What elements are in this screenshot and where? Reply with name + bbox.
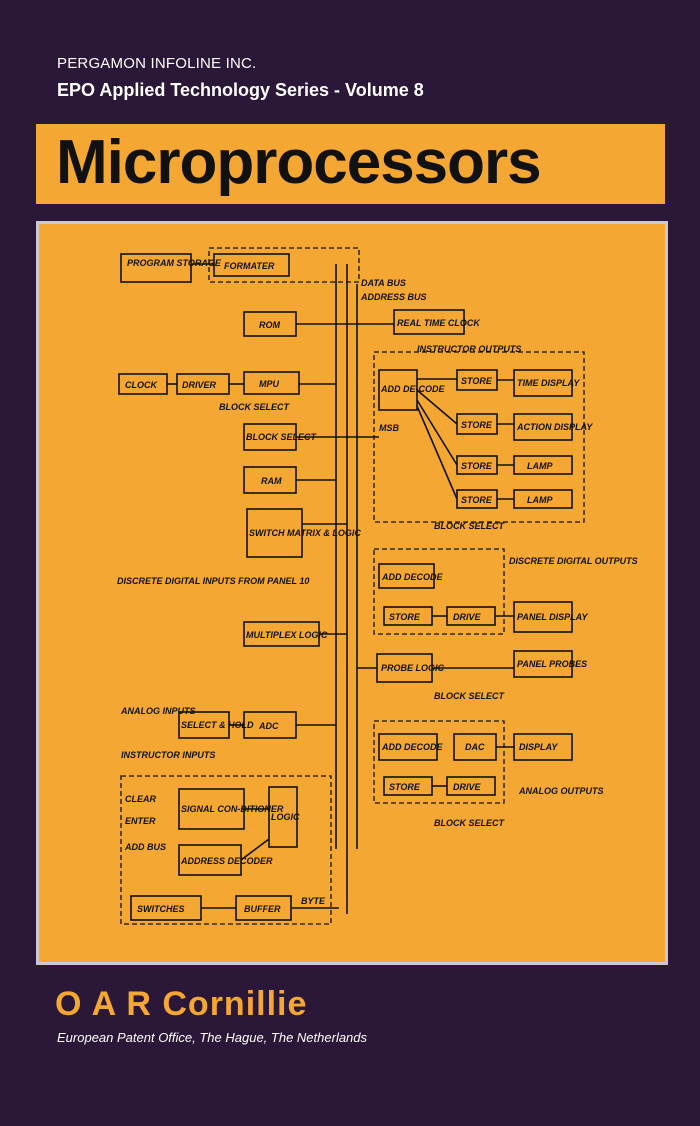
clear-label: CLEAR (125, 794, 156, 804)
block-select-annotation: BLOCK SELECT (219, 402, 291, 412)
adc-label: ADC (258, 721, 279, 731)
select-hold-label: SELECT & HOLD (181, 720, 254, 730)
store-label-3: STORE (461, 461, 493, 471)
buffer-label: BUFFER (244, 904, 281, 914)
formater-label: FORMATER (224, 261, 275, 271)
block-select-box-label: BLOCK SELECT (246, 432, 318, 442)
data-bus-label: DATA BUS (361, 278, 406, 288)
store-label-2: STORE (461, 420, 493, 430)
discrete-inputs-label: DISCRETE DIGITAL INPUTS FROM PANEL 10 (117, 576, 309, 586)
store-label-6: STORE (389, 782, 421, 792)
real-time-clock-label: REAL TIME CLOCK (397, 318, 481, 328)
store-label-4: STORE (461, 495, 493, 505)
instructor-inputs-label: INSTRUCTOR INPUTS (121, 750, 215, 760)
add-decode-label: ADD DE-CODE (380, 384, 445, 394)
display-label: DISPLAY (519, 742, 558, 752)
instructor-outputs-label: INSTRUCTOR OUTPUTS (417, 344, 521, 354)
block-select-probe: BLOCK SELECT (434, 691, 506, 701)
signal-conditioner-label: SIGNAL CON-DITIONER (181, 804, 284, 814)
store-label-1: STORE (461, 376, 493, 386)
address-decoder-label: ADDRESS DECODER (180, 856, 273, 866)
byte-label: BYTE (301, 896, 326, 906)
add-bus-label: ADD BUS (124, 842, 166, 852)
block-select-right: BLOCK SELECT (434, 521, 506, 531)
mpu-label: MPU (259, 379, 280, 389)
add-decode3-label: ADD DECODE (381, 742, 444, 752)
analog-outputs-label: ANALOG OUTPUTS (518, 786, 604, 796)
probe-logic-label: PROBE LOGIC (381, 663, 445, 673)
driver-label: DRIVER (182, 380, 217, 390)
drive-label-2: DRIVE (453, 782, 482, 792)
panel-display-label: PANEL DISPLAY (517, 612, 589, 622)
action-display-label: ACTION DISPLAY (516, 422, 593, 432)
dac-label: DAC (465, 742, 485, 752)
author: O A R Cornillie (55, 985, 308, 1023)
publisher: PERGAMON INFOLINE INC. (57, 55, 257, 72)
msb-label: MSB (379, 423, 400, 433)
address-bus-label: ADDRESS BUS (360, 292, 427, 302)
multiplex-logic-label: MULTIPLEX LOGIC (246, 630, 328, 640)
enter-label: ENTER (125, 816, 156, 826)
cover-illustration: PROGRAM STORAGE FORMATER ROM CLOCK DRIVE… (36, 221, 668, 965)
lamp-label-1: LAMP (527, 461, 553, 471)
program-storage-label: PROGRAM STORAGE (127, 258, 222, 268)
store-label-5: STORE (389, 612, 421, 622)
panel-probes-label: PANEL PROBES (517, 659, 587, 669)
author-affiliation: European Patent Office, The Hague, The N… (57, 1030, 368, 1045)
clock-label: CLOCK (125, 380, 158, 390)
logic-vertical-label: LOGIC (271, 812, 300, 822)
ram-label: RAM (261, 476, 282, 486)
analog-inputs-label: ANALOG INPUTS (120, 706, 196, 716)
drive-label-1: DRIVE (453, 612, 482, 622)
discrete-outputs-label: DISCRETE DIGITAL OUTPUTS (509, 556, 638, 566)
switches-label: SWITCHES (137, 904, 185, 914)
lamp-label-2: LAMP (527, 495, 553, 505)
series-title: EPO Applied Technology Series - Volume 8 (57, 80, 424, 100)
time-display-label: TIME DISPLAY (517, 378, 580, 388)
add-decode2-label: ADD DECODE (381, 572, 444, 582)
rom-label: ROM (259, 320, 281, 330)
book-title: Microprocessors (56, 128, 542, 197)
block-diagram: PROGRAM STORAGE FORMATER ROM CLOCK DRIVE… (117, 247, 638, 925)
block-select-bottom: BLOCK SELECT (434, 818, 506, 828)
switch-matrix-label: SWITCH MATRIX & LOGIC (249, 528, 361, 538)
title-band: Microprocessors (36, 124, 665, 204)
